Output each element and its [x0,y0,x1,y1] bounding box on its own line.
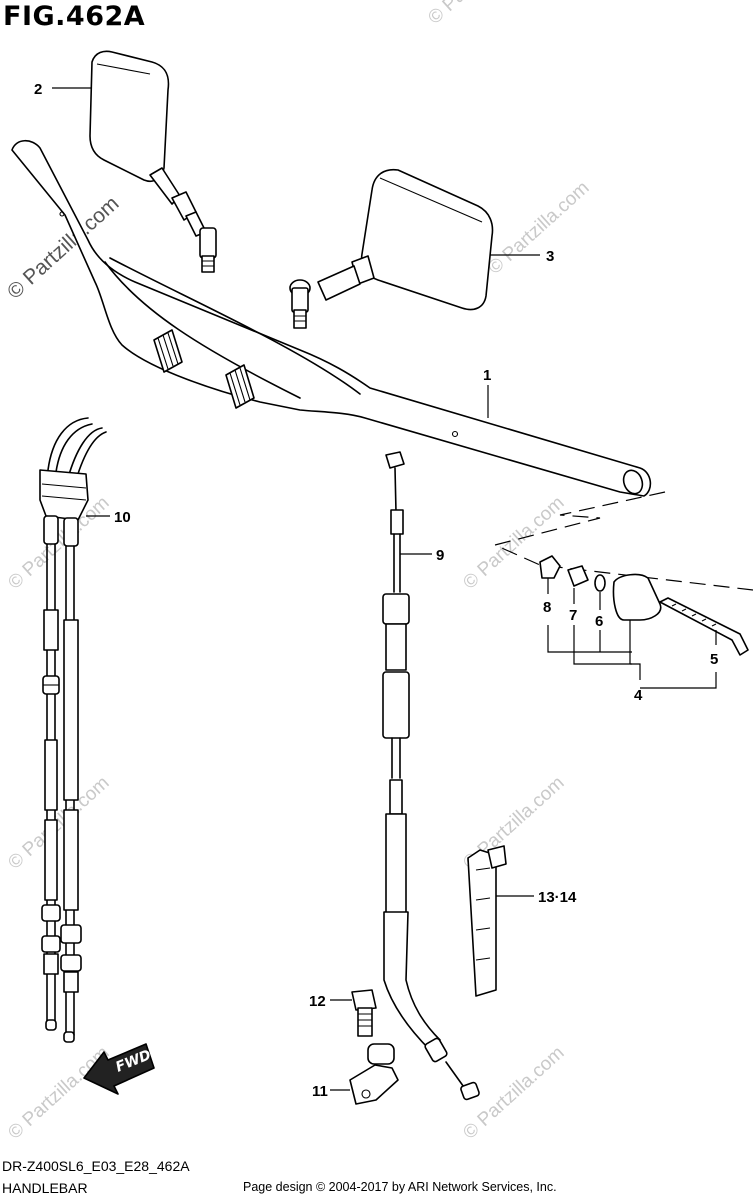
callout-10[interactable]: 10 [114,509,131,526]
weight-part-4[interactable] [612,573,662,621]
cable-tie[interactable] [467,845,507,997]
bolt-part-12[interactable] [351,989,377,1037]
clutch-cable[interactable] [382,451,480,1101]
callout-2[interactable]: 2 [34,81,42,98]
nut-part-8[interactable] [539,555,561,579]
throttle-cable-assembly[interactable] [39,417,107,1043]
washer-part-6[interactable] [594,574,606,592]
callout-labels: 2 3 1 10 9 8 7 6 5 4 13·14 12 11 [34,81,718,1100]
callout-1[interactable]: 1 [483,367,491,384]
callout-9[interactable]: 9 [436,547,444,564]
diagram-code: DR-Z400SL6_E03_E28_462A [2,1158,190,1174]
figure-title: FIG.462A [3,1,146,32]
callout-11[interactable]: 11 [312,1083,328,1100]
callout-3[interactable]: 3 [546,248,554,265]
screw-part-5[interactable] [659,597,749,656]
spacer-part-7[interactable] [567,565,589,587]
callout-7[interactable]: 7 [569,607,577,624]
callout-13-14[interactable]: 13·14 [538,889,577,906]
callout-8[interactable]: 8 [543,599,551,616]
knurl-band [225,364,255,409]
bar-end-assembly[interactable] [493,491,753,656]
watermark: © Partzilla.com [424,0,533,29]
watermark: © Partzilla.com [484,177,593,278]
watermark: © Partzilla.com [4,772,113,873]
section-name: HANDLEBAR [2,1180,88,1196]
callout-6[interactable]: 6 [595,613,603,630]
callout-12[interactable]: 12 [309,993,326,1010]
page-credit: Page design © 2004-2017 by ARI Network S… [243,1180,557,1194]
watermark: © Partzilla.com [4,1042,113,1143]
callout-4[interactable]: 4 [634,687,643,704]
handlebar[interactable] [11,139,652,497]
knurl-band [153,329,183,373]
mirror-left[interactable] [89,50,217,273]
callout-5[interactable]: 5 [710,651,718,668]
mirror-right[interactable] [289,168,494,329]
clamp-part-11[interactable] [349,1043,399,1105]
leader-lines [52,87,717,1091]
watermark-group: © Partzilla.com © Partzilla.com © Partzi… [3,0,594,1144]
